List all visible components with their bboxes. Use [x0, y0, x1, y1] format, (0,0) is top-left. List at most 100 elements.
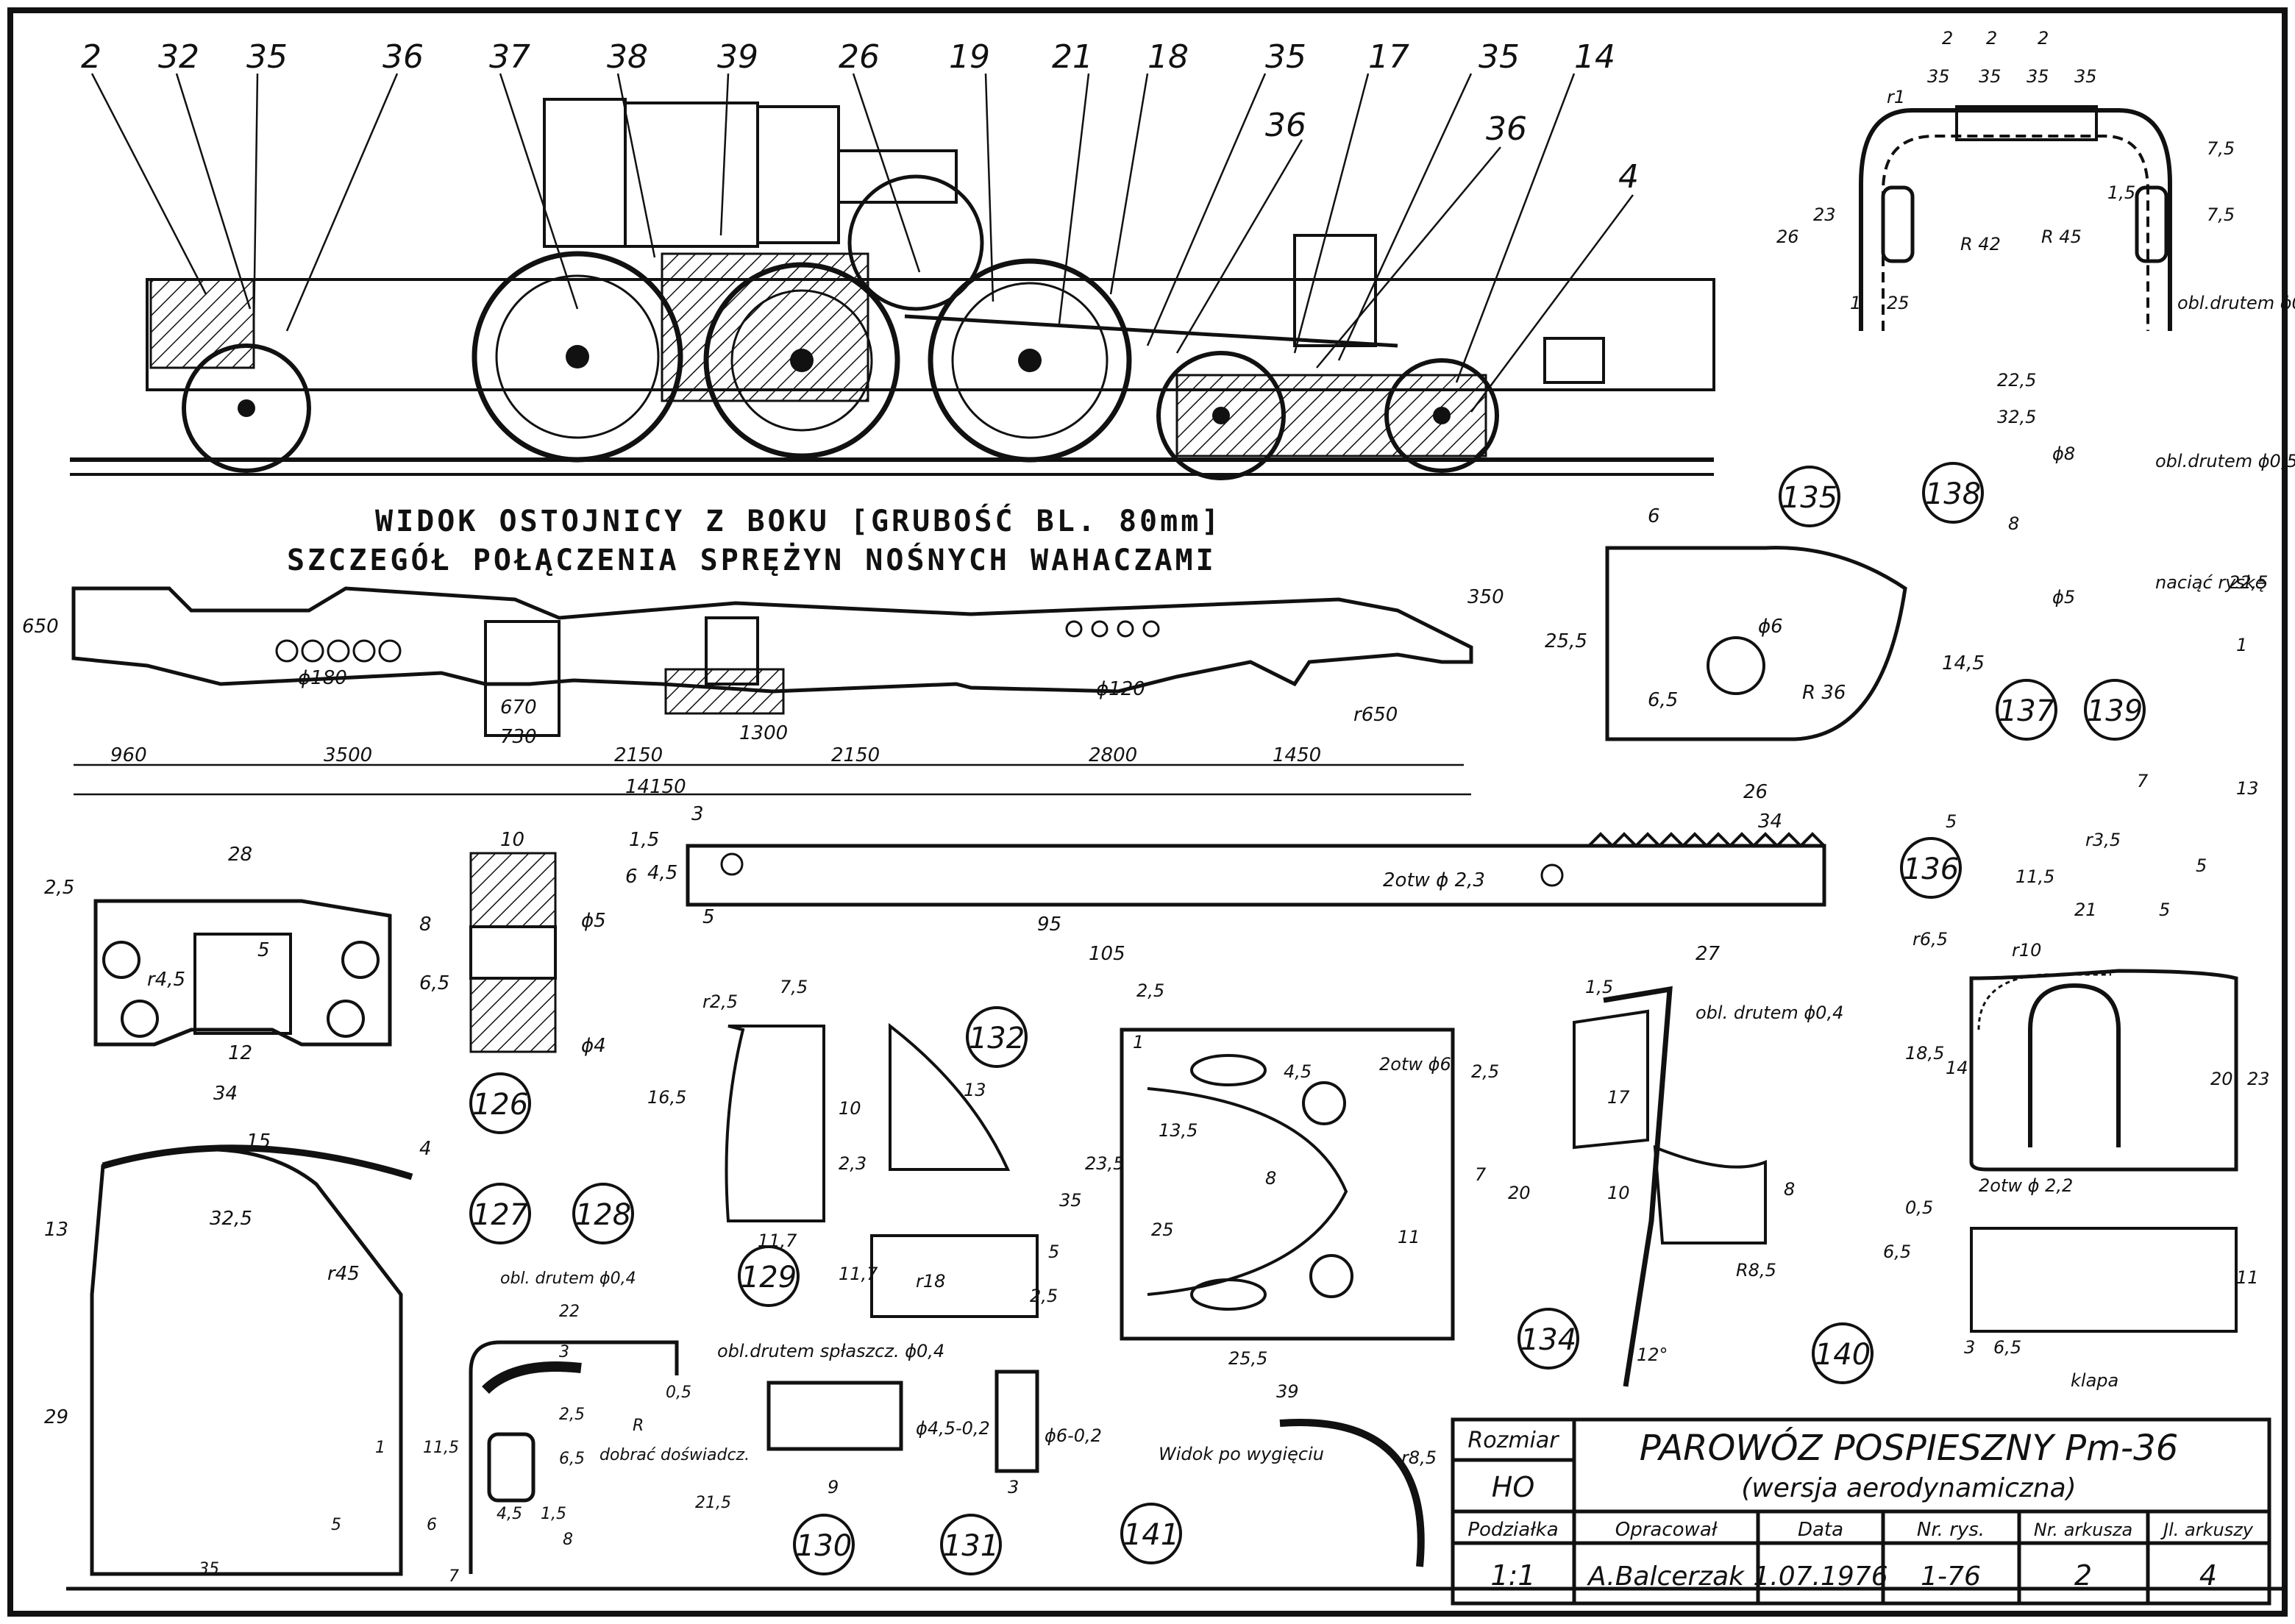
dim-label: r4,5: [147, 969, 185, 991]
smokebox-circle: [847, 174, 984, 311]
dim-label: 28: [228, 844, 252, 866]
dim-label: 960: [110, 744, 147, 766]
dim-label: 2,5: [1471, 1061, 1499, 1082]
dim-label: 95: [1037, 914, 1061, 936]
callout-label: 36: [382, 38, 424, 76]
dim-label: 105: [1089, 943, 1125, 965]
note-label: 2otw ϕ 2,3: [1383, 869, 1485, 891]
dim-label: 6: [427, 1516, 437, 1534]
note-label: naciąć ryskę: [2155, 572, 2266, 593]
dim-label: ϕ4: [581, 1035, 606, 1057]
dim-label: 8: [1784, 1179, 1795, 1200]
svg-text:128: 128: [575, 1198, 631, 1232]
callout-label: 35: [246, 38, 288, 76]
dim-label: ϕ120: [1096, 678, 1145, 700]
dim-label: 670: [500, 697, 537, 719]
dim-label: r45: [327, 1263, 360, 1285]
dim-label: 25: [1887, 293, 1910, 313]
dim-label: R 42: [1960, 234, 2001, 254]
part-badge-131: 131: [940, 1514, 1002, 1575]
dim-label: 20: [2210, 1069, 2233, 1089]
dim-label: 7: [449, 1567, 459, 1586]
dim-label: 23: [2247, 1069, 2270, 1089]
callout-label: 21: [1052, 38, 1093, 76]
dim-label: r18: [916, 1271, 945, 1292]
dim-label: 4,5: [647, 862, 677, 884]
parts-130-131-outline: [766, 1370, 1039, 1473]
parts-130-131-dimensions: 9 ϕ4,5-0,2 obl.drutem spłaszcz. ϕ0,4 3 ϕ…: [717, 1341, 1102, 1497]
header-data: Data: [1798, 1519, 1843, 1541]
frame-outline: [146, 278, 1715, 391]
dim-label: 1: [1850, 293, 1861, 313]
dim-label: 10: [839, 1098, 861, 1119]
dim-label: r8,5: [1401, 1447, 1437, 1468]
note-label: klapa: [2071, 1370, 2118, 1391]
dim-label: 35: [2027, 66, 2049, 87]
svg-text:135: 135: [1782, 481, 1837, 515]
dim-label: 0,5: [666, 1383, 691, 1402]
dim-label: 5: [1048, 1242, 1059, 1262]
dim-label: 39: [1276, 1381, 1299, 1402]
dim-label: 2otw ϕ6: [1379, 1054, 1451, 1075]
frame-plate-view: [71, 586, 1473, 796]
callout-label: 14: [1574, 38, 1615, 76]
dim-label: 34: [1758, 811, 1782, 833]
dim-label: 3: [559, 1343, 569, 1361]
dim-label: 14150: [625, 776, 686, 798]
note-label: obl.drutem ϕ0,5: [2155, 451, 2295, 471]
dim-label: 10: [500, 829, 524, 851]
part-128-dimensions: 22 3 0,5 R 2,5 11,5 6,5 1 21,5 6 4,5 1,5…: [199, 1269, 750, 1586]
dim-label: 2,3: [839, 1153, 867, 1174]
part-140-dimensions: r6,5 21 5 r10 18,5 14 20 23 0,5 6,5 11 3…: [1883, 900, 2270, 1391]
dim-label: ϕ180: [298, 667, 347, 689]
dim-label: 25,5: [1228, 1348, 1267, 1369]
value-nr-rys: 1-76: [1921, 1561, 1981, 1592]
svg-text:141: 141: [1123, 1518, 1179, 1552]
svg-text:131: 131: [943, 1529, 999, 1563]
dim-label: 2,5: [1136, 980, 1164, 1001]
dim-label: R 36: [1802, 682, 1846, 704]
dim-label: 34: [213, 1083, 238, 1105]
header-podzialka: Podziałka: [1467, 1519, 1558, 1541]
dim-label: 6,5: [559, 1450, 585, 1468]
value-nr-arkusza: 2: [2074, 1559, 2092, 1592]
dim-label: ϕ5: [581, 910, 606, 932]
dim-label: 8: [563, 1531, 573, 1549]
dim-label: 17: [1607, 1087, 1630, 1108]
dim-label: 3: [1008, 1477, 1019, 1497]
wheel-rear: [182, 343, 311, 473]
dim-label: 13: [44, 1219, 68, 1241]
callout-label: 35: [1479, 38, 1520, 76]
buffer-block: [1543, 337, 1605, 384]
dim-label: 22,5: [1997, 370, 2036, 391]
part-number-circles: 138 135 137 139 136 126 127 128 129 130 …: [469, 462, 2146, 1575]
dim-label: 13: [2236, 778, 2259, 799]
note-label: obl. drutem ϕ0,4: [1696, 1002, 1843, 1023]
rozmiar-label: Rozmiar: [1467, 1428, 1559, 1453]
wheel-driver-3: [928, 258, 1132, 463]
svg-text:140: 140: [1815, 1338, 1871, 1372]
note-label: obl.drutem ϕ0,4: [2177, 293, 2295, 313]
connecting-rod: [904, 314, 1398, 348]
part-134-dimensions: 1,5 17 10 8 R8,5 12° obl. drutem ϕ0,4: [1585, 977, 1843, 1365]
part-badge-128: 128: [572, 1183, 634, 1244]
part-135-outline: [1605, 546, 1907, 741]
dim-label: ϕ5: [2052, 587, 2075, 608]
dim-label: ϕ8: [2052, 444, 2075, 464]
dim-label: 2800: [1089, 744, 1137, 766]
part-badge-130: 130: [793, 1514, 855, 1575]
part-badge-140: 140: [1812, 1322, 1874, 1384]
dim-label: 12°: [1637, 1345, 1668, 1365]
dim-label: 8: [2008, 513, 2019, 534]
part-134-outline: [1573, 986, 1767, 1387]
dim-label: 5: [2159, 900, 2170, 920]
callout-label: 39: [717, 38, 758, 76]
drawing-title: PAROWÓZ POSPIESZNY Pm-36: [1640, 1427, 2178, 1469]
wheel-driver-1: [472, 251, 683, 463]
drawing-subtitle: (wersja aerodynamiczna): [1741, 1473, 2076, 1503]
dim-label: 1: [2236, 635, 2247, 655]
rozmiar-value: HO: [1492, 1471, 1534, 1503]
dim-label: 26: [1743, 781, 1768, 803]
